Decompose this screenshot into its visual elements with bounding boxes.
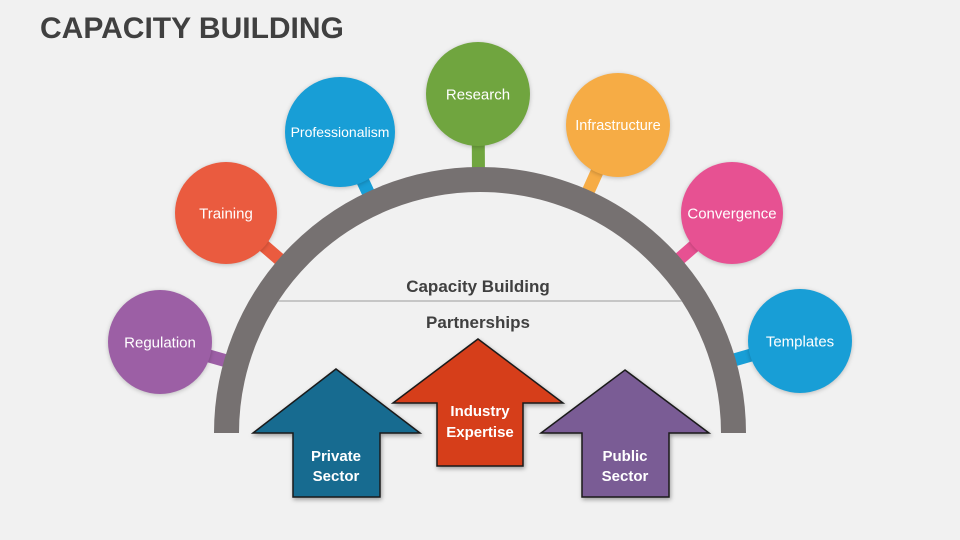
arrow-industry-expertise: [390, 338, 566, 467]
arc-label-top: Capacity Building: [406, 277, 550, 296]
node-circle-templates: [748, 289, 852, 393]
node-label-templates: Templates: [766, 333, 834, 350]
node-label-training: Training: [199, 205, 253, 222]
page-title: CAPACITY BUILDING: [40, 12, 344, 45]
node-circle-training: [175, 162, 277, 264]
node-circle-infrastructure: [566, 73, 670, 177]
node-label-regulation: Regulation: [124, 334, 196, 351]
node-label-convergence: Convergence: [687, 205, 776, 222]
semicircle-arc: [214, 167, 746, 434]
node-circle-professionalism: [285, 77, 395, 187]
node-circle-research: [426, 42, 530, 146]
arrow-public-sector: [538, 369, 712, 498]
node-circle-regulation: [108, 290, 212, 394]
arc-label-bottom: Partnerships: [426, 313, 530, 332]
node-label-professionalism: Professionalism: [291, 124, 390, 140]
node-label-infrastructure: Infrastructure: [575, 118, 660, 134]
node-label-research: Research: [446, 86, 510, 103]
arrow-private-sector: [250, 368, 423, 498]
node-circle-convergence: [681, 162, 783, 264]
